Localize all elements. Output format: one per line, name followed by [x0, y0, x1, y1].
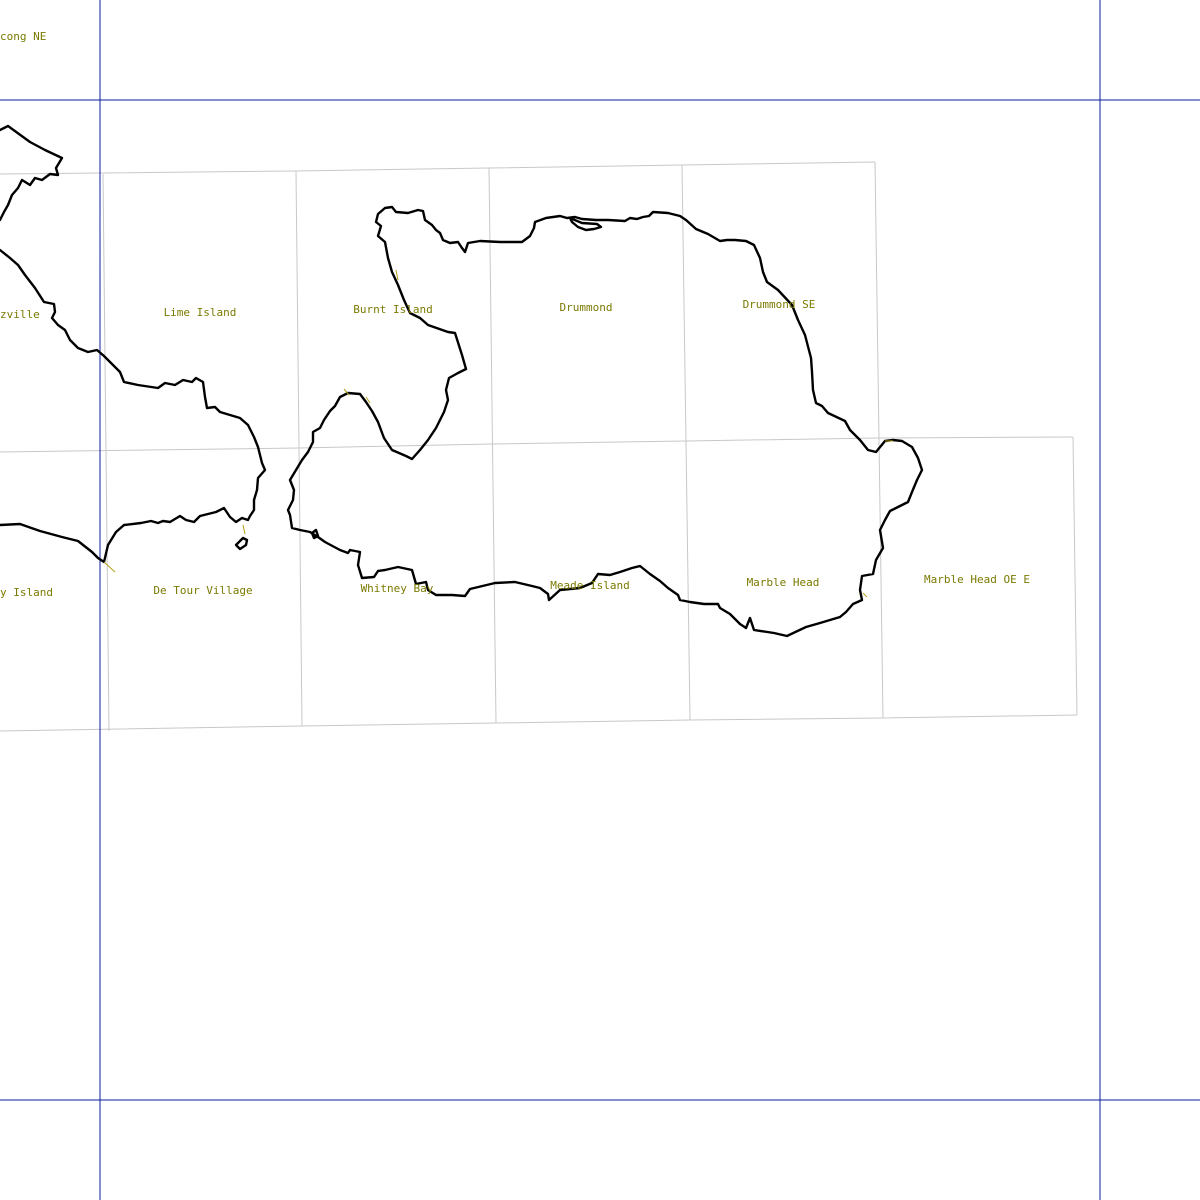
quad-label-marble-head-oe-e: Marble Head OE E [924, 573, 1030, 586]
coastline-mainland [0, 124, 267, 564]
quad-label-cecong-ne: cong NE [0, 30, 46, 43]
quad-label-raberville: zville [0, 308, 40, 321]
quad-label-marble-head: Marble Head [747, 576, 820, 589]
feature-tick [103, 561, 116, 573]
quad-label-bay-island: y Island [0, 586, 53, 599]
quad-grid-vline-3 [488, 167, 497, 724]
feature-tick [242, 524, 246, 535]
quad-label-whitney-bay: Whitney Bay [361, 582, 434, 595]
quad-grid-top-edge [0, 161, 876, 175]
coastline-islet-detour [234, 536, 249, 551]
coastlines [0, 124, 924, 638]
quad-grid-bottom-edge [0, 714, 1078, 732]
feature-tick [365, 396, 371, 404]
feature-ticks [103, 269, 893, 598]
quad-label-drummond: Drummond [560, 301, 613, 314]
feature-tick [395, 269, 399, 281]
feature-tick [862, 592, 868, 598]
quad-grid-middle-edge [0, 436, 1074, 453]
quad-grid-vline-6 [1072, 436, 1078, 716]
quad-label-meade-island: Meade Island [550, 579, 629, 592]
quad-label-burnt-island: Burnt Island [353, 303, 432, 316]
quad-label-de-tour-village: De Tour Village [153, 584, 252, 597]
coastline-drummond-island [286, 205, 924, 638]
feature-tick [343, 388, 350, 396]
coastline-drummond-inlet [568, 216, 603, 232]
quad-labels: cong NE zville Lime Island Burnt Island … [0, 30, 1030, 599]
quad-label-lime-island: Lime Island [164, 306, 237, 319]
quad-label-drummond-se: Drummond SE [743, 298, 816, 311]
quad-grid [0, 161, 1078, 732]
quad-grid-vline-1 [102, 173, 110, 732]
quad-grid-vline-5 [874, 161, 884, 719]
quad-grid-vline-2 [295, 170, 303, 727]
coastline-islet-whitney [310, 528, 320, 540]
quad-grid-vline-4 [681, 164, 691, 721]
